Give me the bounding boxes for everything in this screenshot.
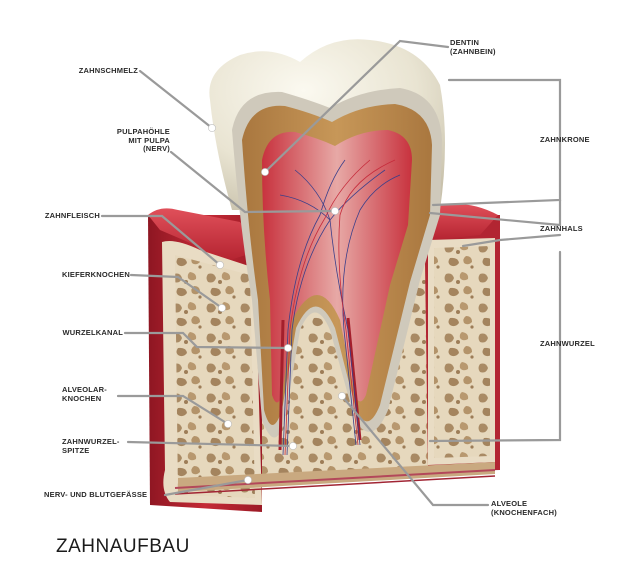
label-wurzelkanal: WURZELKANAL <box>62 328 123 337</box>
label-wurzelspitze: ZAHNWURZEL- SPITZE <box>62 437 120 455</box>
label-dentin: DENTIN (ZAHNBEIN) <box>450 38 496 56</box>
label-zahnwurzel: ZAHNWURZEL <box>540 339 595 348</box>
label-pulpa: PULPAHÖHLE MIT PULPA (NERV) <box>116 127 170 153</box>
label-zahnschmelz: ZAHNSCHMELZ <box>78 66 138 75</box>
pulp <box>262 130 412 403</box>
label-nerv: NERV- UND BLUTGEFÄSSE <box>44 490 148 499</box>
page-title: ZAHNAUFBAU <box>56 536 190 557</box>
label-alveole: ALVEOLE (KNOCHENFACH) <box>491 499 557 517</box>
label-zahnhals: ZAHNHALS <box>540 224 583 233</box>
label-alveolarknochen: ALVEOLAR- KNOCHEN <box>62 385 107 403</box>
label-zahnfleisch: ZAHNFLEISCH <box>44 211 100 220</box>
label-kieferknochen: KIEFERKNOCHEN <box>61 270 130 279</box>
label-zahnkrone: ZAHNKRONE <box>540 135 590 144</box>
